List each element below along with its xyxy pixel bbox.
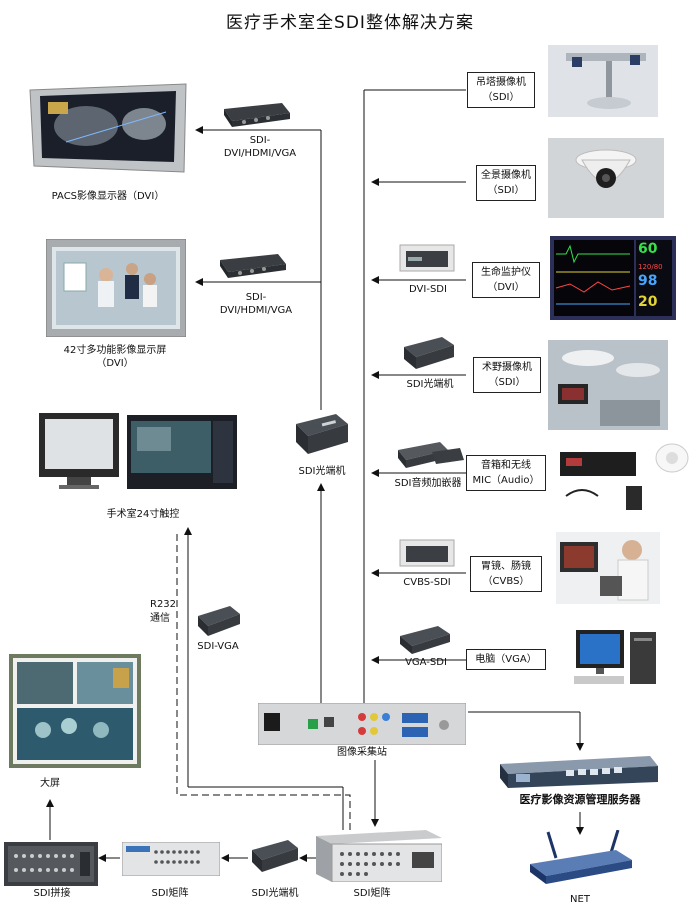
sdi-optical-center-label: SDI光端机 bbox=[298, 466, 346, 477]
rs232-label: R232 通信 bbox=[150, 599, 177, 624]
sdi-vga-image bbox=[196, 604, 242, 638]
computer-label: 电脑（VGA） bbox=[466, 649, 546, 670]
monitor-resp: 20 bbox=[638, 294, 658, 310]
sdi-dvi-converter-1-image bbox=[222, 99, 292, 129]
sdi-matrix-main-image bbox=[316, 826, 443, 883]
capture-station-image bbox=[257, 702, 467, 746]
screen-42-label: 42寸多功能影像显示屏 （DVI） bbox=[63, 345, 167, 369]
vital-monitor-label: 生命监护仪 （DVI） bbox=[472, 262, 540, 298]
sdi-audio-embedder-label: SDI音频加嵌器 bbox=[394, 478, 462, 489]
vital-monitor-image: 60 120/80 98 20 bbox=[550, 236, 676, 320]
sdi-optical-bottom-image bbox=[250, 838, 300, 874]
speaker-mic-label: 音箱和无线 MIC（Audio） bbox=[466, 455, 546, 491]
sdi-splice-image bbox=[4, 842, 98, 886]
surgical-camera-label: 术野摄像机 （SDI） bbox=[473, 357, 541, 393]
net-router-image bbox=[526, 829, 634, 886]
endoscope-label: 胃镜、肠镜 （CVBS） bbox=[470, 556, 542, 592]
cvbs-sdi-image bbox=[398, 538, 456, 570]
monitor-hr: 60 bbox=[638, 241, 658, 257]
sdi-dvi-converter-1-label: SDI- DVI/HDMI/VGA bbox=[223, 135, 297, 159]
touch-panel-image bbox=[37, 411, 239, 491]
cvbs-sdi-label: CVBS-SDI bbox=[403, 577, 451, 588]
server-label: 医疗影像资源管理服务器 bbox=[519, 793, 641, 806]
screen-42-image bbox=[45, 238, 187, 338]
boom-camera-image bbox=[548, 45, 658, 117]
vga-sdi-label: VGA-SDI bbox=[405, 657, 447, 668]
sdi-vga-label: SDI-VGA bbox=[197, 641, 239, 652]
big-screen-label: 大屏 bbox=[40, 778, 60, 789]
dvi-sdi-image bbox=[398, 243, 458, 275]
computer-image bbox=[570, 628, 660, 690]
sdi-optical-right-image bbox=[402, 335, 456, 371]
sdi-matrix-small-label: SDI矩阵 bbox=[151, 888, 189, 899]
monitor-spo2: 98 bbox=[638, 273, 658, 289]
sdi-splice-label: SDI拼接 bbox=[33, 888, 71, 899]
sdi-dvi-converter-2-image bbox=[218, 250, 288, 280]
boom-camera-label: 吊塔摄像机 （SDI） bbox=[467, 72, 535, 108]
capture-station-label: 图像采集站 bbox=[337, 747, 387, 758]
sdi-optical-bottom-label: SDI光端机 bbox=[251, 888, 299, 899]
panorama-camera-label: 全景摄像机 （SDI） bbox=[476, 165, 536, 201]
pacs-display-image bbox=[26, 82, 190, 178]
surgical-camera-image bbox=[548, 340, 668, 430]
speaker-mic-image bbox=[552, 440, 690, 520]
panorama-camera-image bbox=[548, 138, 664, 218]
sdi-matrix-main-label: SDI矩阵 bbox=[353, 888, 391, 899]
pacs-display-label: PACS影像显示器（DVI） bbox=[51, 191, 165, 202]
vga-sdi-image bbox=[398, 624, 456, 656]
server-image bbox=[500, 752, 658, 788]
sdi-matrix-small-image bbox=[121, 841, 221, 877]
sdi-dvi-converter-2-label: SDI- DVI/HDMI/VGA bbox=[219, 292, 293, 316]
big-screen-image bbox=[9, 654, 141, 768]
dvi-sdi-label: DVI-SDI bbox=[409, 284, 447, 295]
page-title: 医疗手术室全SDI整体解决方案 bbox=[226, 13, 474, 33]
monitor-bp: 120/80 bbox=[638, 263, 663, 271]
endoscope-image bbox=[556, 532, 660, 604]
touch-panel-label: 手术室24寸触控 bbox=[106, 509, 180, 520]
sdi-audio-embedder-image bbox=[396, 440, 466, 470]
sdi-optical-right-label: SDI光端机 bbox=[406, 379, 454, 390]
net-label: NET bbox=[570, 894, 590, 905]
sdi-optical-center-image bbox=[292, 410, 350, 458]
